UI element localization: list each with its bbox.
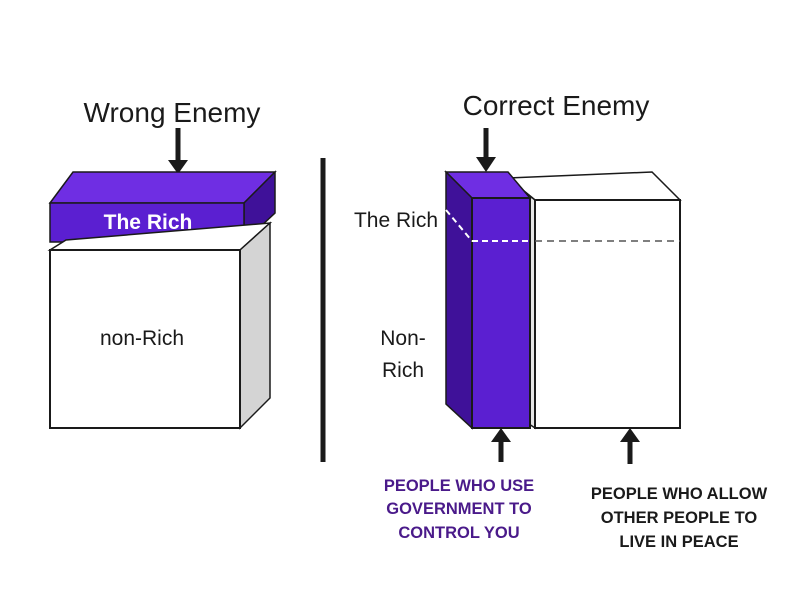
right-controlling-block bbox=[444, 170, 532, 430]
right-nonrich-label-line1: Non- bbox=[380, 327, 426, 350]
left-nonrich-block: non-Rich bbox=[47, 221, 273, 430]
left-nonrich-label: non-Rich bbox=[100, 327, 184, 350]
right-title: Correct Enemy bbox=[463, 90, 650, 121]
right-up-arrow-icon bbox=[620, 428, 640, 464]
caption-peaceful: PEOPLE WHO ALLOW OTHER PEOPLE TO LIVE IN… bbox=[591, 485, 768, 551]
left-panel: Wrong Enemy The Rich non-Rich bbox=[47, 97, 277, 430]
left-rich-label: The Rich bbox=[104, 211, 193, 234]
caption-controllers-line3: CONTROL YOU bbox=[398, 524, 519, 542]
left-title: Wrong Enemy bbox=[84, 97, 261, 128]
right-panel: Correct Enemy The Rich Non- Rich bbox=[354, 90, 768, 551]
left-down-arrow-icon bbox=[168, 128, 188, 174]
right-rich-label: The Rich bbox=[354, 209, 438, 232]
caption-peaceful-line1: PEOPLE WHO ALLOW bbox=[591, 485, 768, 503]
left-up-arrow-icon bbox=[491, 428, 511, 462]
caption-peaceful-line2: OTHER PEOPLE TO bbox=[601, 509, 758, 527]
caption-peaceful-line3: LIVE IN PEACE bbox=[619, 533, 738, 551]
caption-controllers-line1: PEOPLE WHO USE bbox=[384, 477, 534, 495]
right-nonrich-label-line2: Rich bbox=[382, 359, 424, 382]
rich-threshold-dashed-line bbox=[445, 209, 680, 242]
caption-controllers: PEOPLE WHO USE GOVERNMENT TO CONTROL YOU bbox=[384, 477, 534, 542]
right-down-arrow-icon bbox=[476, 128, 496, 172]
caption-controllers-line2: GOVERNMENT TO bbox=[386, 500, 532, 518]
right-peaceful-block bbox=[505, 171, 682, 430]
